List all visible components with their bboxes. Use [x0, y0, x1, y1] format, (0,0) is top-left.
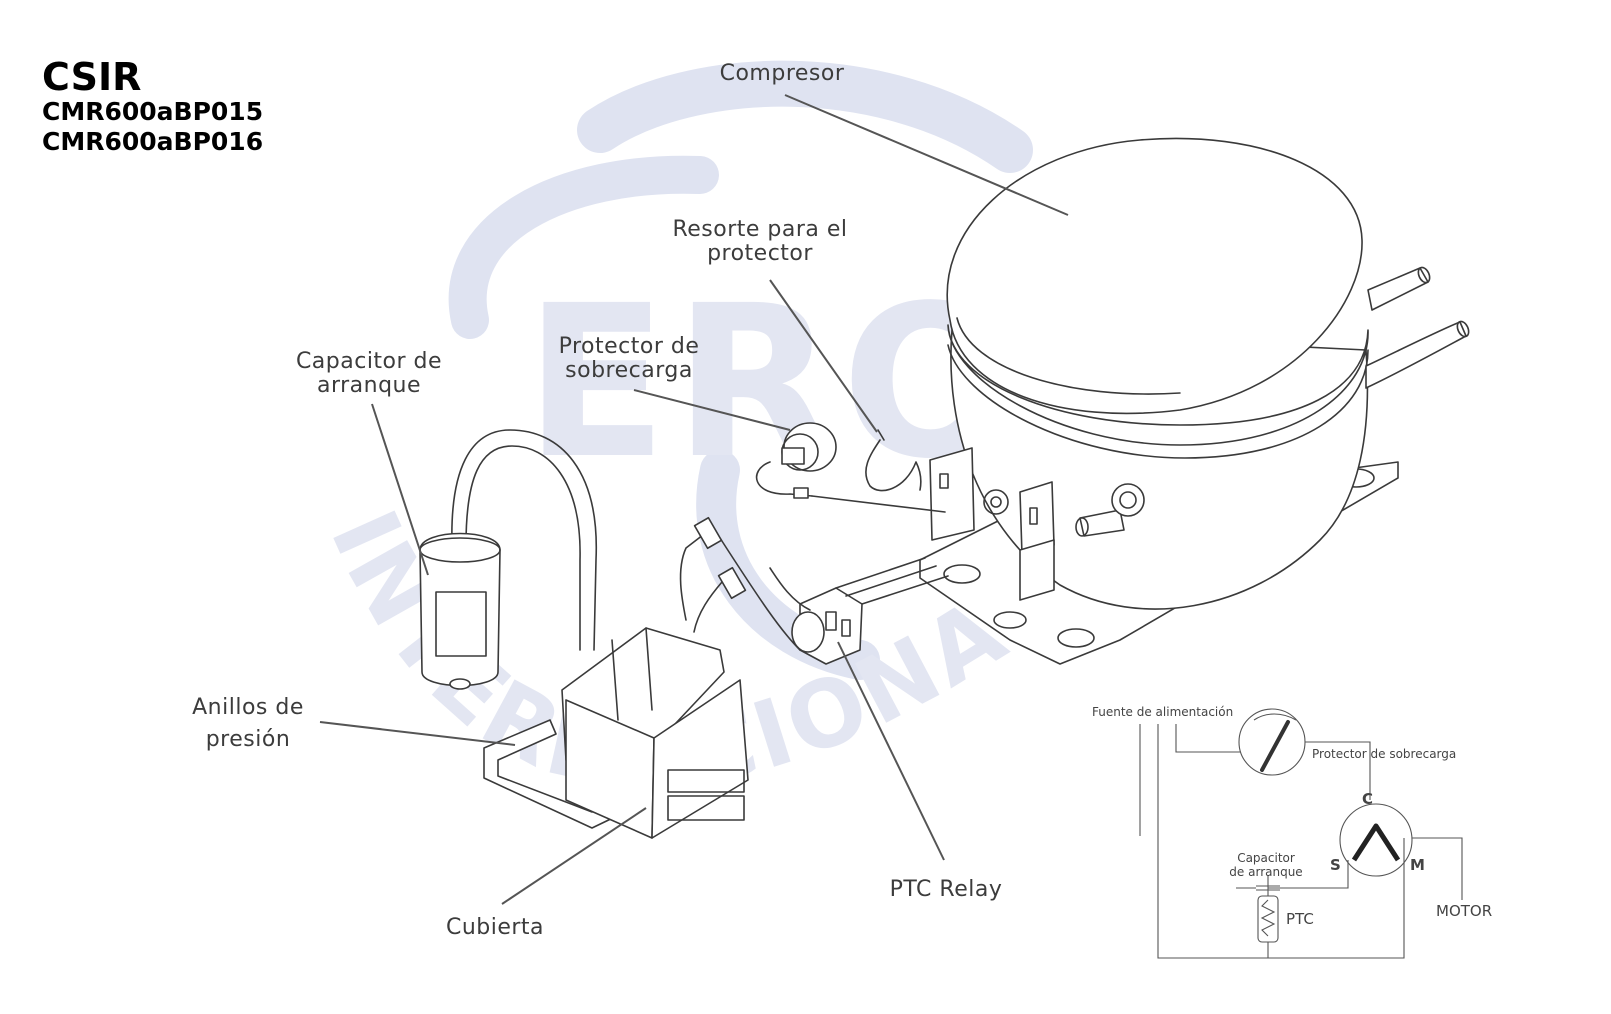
label-resorte-line2: protector [707, 241, 813, 266]
schematic-fuente: Fuente de alimentación [1092, 705, 1233, 719]
schematic-capacitor-line2: de arranque [1229, 865, 1302, 879]
schematic-terminal-m: M [1410, 856, 1425, 874]
label-ptc-relay: PTC Relay [890, 877, 1003, 902]
model-number-1: CMR600aBP015 [42, 97, 263, 126]
label-capacitor-line1: Capacitor de [296, 349, 442, 374]
header: CSIR CMR600aBP015 CMR600aBP016 [42, 55, 263, 156]
brand-title: CSIR [42, 55, 141, 99]
cover-drawing [483, 627, 749, 839]
leader-capacitor [371, 403, 429, 576]
label-protector-line2: sobrecarga [565, 358, 693, 383]
label-resorte-line1: Resorte para el [672, 217, 847, 242]
label-anillos-line2: presión [206, 727, 291, 752]
leader-lines [319, 94, 1069, 905]
overload-protector-drawing [755, 422, 946, 513]
compressor-drawing [919, 137, 1470, 665]
leader-resorte [769, 279, 878, 433]
schematic-capacitor-line1: Capacitor [1237, 851, 1295, 865]
schematic-terminal-c: C [1362, 790, 1373, 808]
leader-protector [633, 389, 791, 431]
label-anillos-line1: Anillos de [192, 695, 304, 720]
leader-anillos [319, 721, 516, 746]
model-number-2: CMR600aBP016 [42, 127, 263, 156]
schematic-motor-symbol [1339, 803, 1413, 877]
schematic-protector: Protector de sobrecarga [1312, 747, 1456, 761]
schematic-ptc: PTC [1286, 910, 1314, 928]
label-cubierta: Cubierta [446, 915, 544, 940]
schematic-ptc-symbol [1257, 895, 1279, 943]
label-capacitor-line2: arranque [317, 373, 421, 398]
schematic-motor: MOTOR [1436, 902, 1492, 920]
leader-ptc [837, 641, 945, 861]
leader-cubierta [501, 807, 647, 905]
schematic-terminal-s: S [1330, 856, 1341, 874]
callout-labels: Compresor Resorte para el protector Prot… [192, 61, 1002, 940]
start-capacitor-drawing [419, 429, 747, 690]
wiring-schematic: Fuente de alimentación Protector de sobr… [1092, 705, 1492, 959]
label-compresor: Compresor [720, 61, 845, 86]
label-protector-line1: Protector de [559, 334, 700, 359]
leader-compresor [784, 94, 1069, 216]
ptc-relay-drawing [719, 537, 949, 665]
